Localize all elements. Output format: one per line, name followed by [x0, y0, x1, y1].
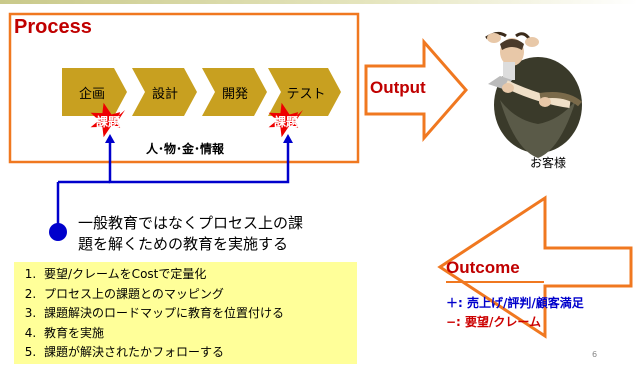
process-step-design: 設計: [151, 87, 178, 102]
process-step-shape-2: [132, 68, 197, 116]
process-step-test: テスト: [286, 87, 326, 102]
output-label: Output: [370, 78, 426, 97]
customer-illustration: [485, 31, 582, 158]
page-number: 6: [592, 350, 598, 359]
resources-label: 人･物･金･情報: [146, 142, 225, 156]
education-note-line-2: 題を解くための教育を実施する: [78, 235, 289, 253]
issue-badge-2: 課題: [273, 115, 298, 129]
task-item: 要望/クレームをCostで定量化: [40, 265, 357, 285]
outcome-positive: ＋: 売上げ/評判/顧客満足: [446, 296, 584, 310]
outcome-negative: −: 要望/クレーム: [446, 315, 542, 329]
connector-arrowhead-right: [283, 134, 293, 143]
issue-star-shape-2: [268, 102, 303, 138]
process-step-development: 開発: [221, 87, 248, 102]
process-step-planning: 企画: [78, 87, 105, 102]
issue-star-shape-1: [90, 102, 125, 138]
outcome-label: Outcome: [446, 258, 520, 277]
task-item: 課題が解決されたかフォローする: [40, 343, 357, 363]
issue-badge-1: 課題: [95, 115, 120, 129]
outcome-arrow-shape: [437, 195, 633, 339]
task-list: 要望/クレームをCostで定量化 プロセス上の課題とのマッピング 課題解決のロー…: [22, 265, 357, 363]
connector-dot: [49, 223, 67, 241]
connector-arrowhead-left: [105, 134, 115, 143]
task-item: 課題解決のロードマップに教育を位置付ける: [40, 304, 357, 324]
task-list-box: 要望/クレームをCostで定量化 プロセス上の課題とのマッピング 課題解決のロー…: [14, 262, 357, 364]
process-title: Process: [14, 16, 92, 38]
process-step-shape-4: [268, 68, 341, 116]
process-step-shape-3: [202, 68, 267, 116]
customer-label: お客様: [530, 156, 567, 170]
process-step-shape-1: [62, 68, 127, 116]
education-note-line-1: 一般教育ではなくプロセス上の課: [78, 214, 304, 232]
task-item: プロセス上の課題とのマッピング: [40, 285, 357, 305]
output-arrow-shape: [364, 38, 468, 142]
top-accent-bar: [0, 0, 638, 4]
connector-line: [108, 140, 290, 184]
task-item: 教育を実施: [40, 324, 357, 344]
